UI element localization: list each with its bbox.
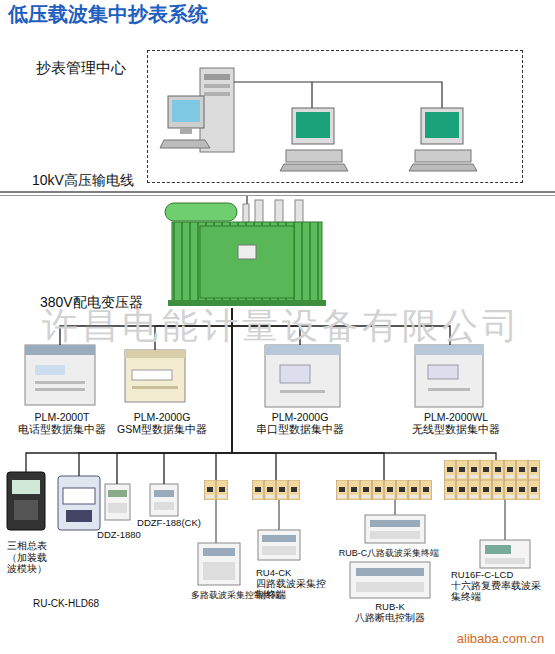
terminal-box: RUB-C八路载波采集终端 [324,480,454,562]
meter-illustration [58,476,100,530]
meter-illustration [105,484,130,520]
node-label: DDZ-1880 [95,530,143,541]
terminal-box: RUB-K 八路断电控制器 [345,562,435,628]
pc-illustration [409,108,477,171]
concentrator-box: PLM-2000T 电话型数据集中器 [12,345,112,438]
network-line [234,82,442,108]
concentrator-illustration [125,350,185,402]
watermark: 许昌电能计量设备有限公司 [12,306,552,347]
line-label: 10kV高压输电线 [8,172,158,188]
node-label: RU16F-C-LCD 十六路复费率载波采集终端 [451,570,541,603]
terminal-box: RU16F-C-LCD 十六路复费率载波采集终端 [443,460,550,610]
meter-illustration [7,472,45,530]
node-label: RU4-CK 四路载波采集控制终端 [256,568,328,601]
site-watermark: alibaba.com.cn [448,632,553,647]
node-label: 抄表管理中心 [36,59,136,76]
transformer-illustration [165,200,326,306]
pc-illustration [280,108,348,171]
node-label: PLM-2000G GSM型数据集中器 [112,411,212,435]
node-label: DDZF-188(CK) [135,518,203,529]
node-label: PLM-2000T 电话型数据集中器 [12,411,112,435]
terminal-box: RU4-CK 四路载波采集控制终端 [252,480,330,610]
node-label: PLM-2000WL 无线型数据集中器 [400,411,512,435]
diagram-title: 低压载波集中抄表系统 [8,3,308,26]
concentrator-box: PLM-2000WL 无线型数据集中器 [400,345,512,438]
concentrator-illustration [25,345,95,405]
node-label: 三相总表（加装载波模块） [4,540,50,575]
node-label: RUB-C八路载波采集终端 [324,548,454,558]
concentrator-illustration [265,345,340,407]
meter-box: DDZF-188(CK) [135,484,203,530]
node-label: PLM-2000G 串口型数据集中器 [250,411,350,435]
concentrator-box: PLM-2000G 串口型数据集中器 [250,345,350,438]
breaker-row [204,460,540,500]
meter-box: DDZ-1880 [95,484,143,542]
group-box: 抄表管理中心 [147,50,523,183]
concentrator-illustration [415,345,483,407]
concentrator-box: PLM-2000G GSM型数据集中器 [112,350,212,438]
meter-illustration [150,484,178,516]
meter-box: RU-CK-HLD68 [25,476,107,612]
transformer-box: 380V配电变压器 [150,198,335,308]
node-label: RU-CK-HLD68 [25,598,107,610]
node-label: RUB-K 八路断电控制器 [345,602,435,624]
meter-box: 三相总表（加装载波模块） [2,472,52,588]
server-illustration [160,68,234,152]
